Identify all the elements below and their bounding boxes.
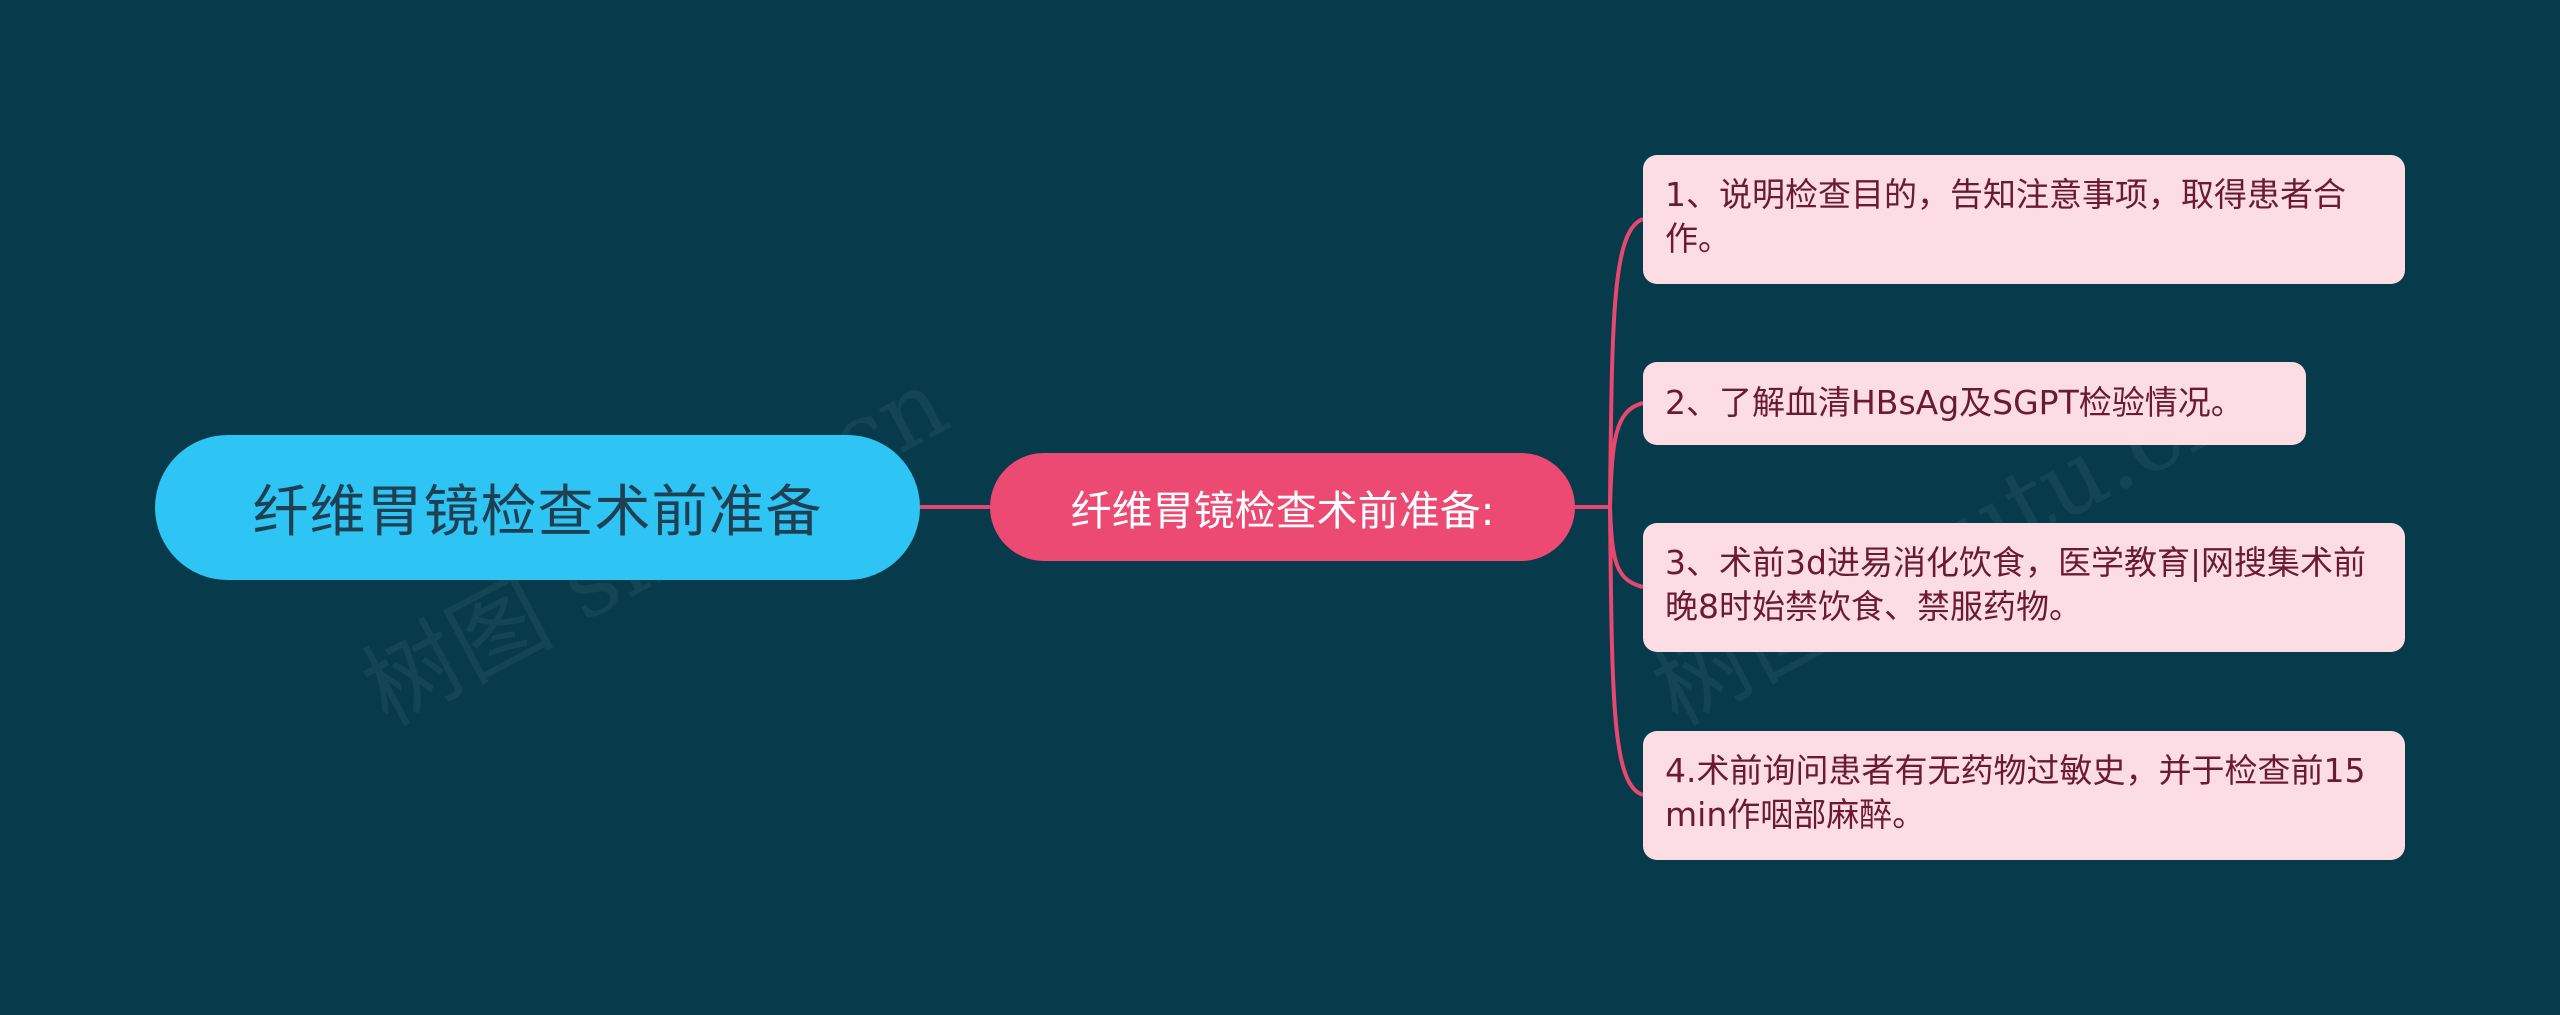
leaf-topic-label: 1、说明检查目的，告知注意事项，取得患者合作。: [1665, 175, 2346, 258]
leaf-topic-label: 3、术前3d进易消化饮食，医学教育|网搜集术前晚8时始禁饮食、禁服药物。: [1665, 543, 2367, 626]
root-topic-label: 纤维胃镜检查术前准备: [252, 480, 823, 545]
leaf-topic-node-4[interactable]: 4.术前询问患者有无药物过敏史，并于检查前15min作咽部麻醉。: [1643, 731, 2405, 860]
branch-topic-node[interactable]: 纤维胃镜检查术前准备:: [990, 453, 1575, 561]
leaf-topic-node-3[interactable]: 3、术前3d进易消化饮食，医学教育|网搜集术前晚8时始禁饮食、禁服药物。: [1643, 523, 2405, 652]
leaf-topic-node-2[interactable]: 2、了解血清HBsAg及SGPT检验情况。: [1643, 362, 2306, 445]
branch-to-leaf-1-connector: [1608, 217, 1644, 508]
leaf-topic-label: 4.术前询问患者有无药物过敏史，并于检查前15min作咽部麻醉。: [1665, 751, 2366, 834]
root-topic-node[interactable]: 纤维胃镜检查术前准备: [155, 435, 920, 580]
leaf-topic-label: 2、了解血清HBsAg及SGPT检验情况。: [1665, 383, 2244, 422]
branch-to-leaf-3-connector: [1608, 506, 1644, 589]
branch-topic-label: 纤维胃镜检查术前准备:: [1070, 487, 1495, 535]
leaf-topic-node-1[interactable]: 1、说明检查目的，告知注意事项，取得患者合作。: [1643, 155, 2405, 284]
branch-to-leaf-2-connector: [1608, 401, 1644, 508]
branch-to-leaf-4-connector: [1608, 506, 1644, 797]
